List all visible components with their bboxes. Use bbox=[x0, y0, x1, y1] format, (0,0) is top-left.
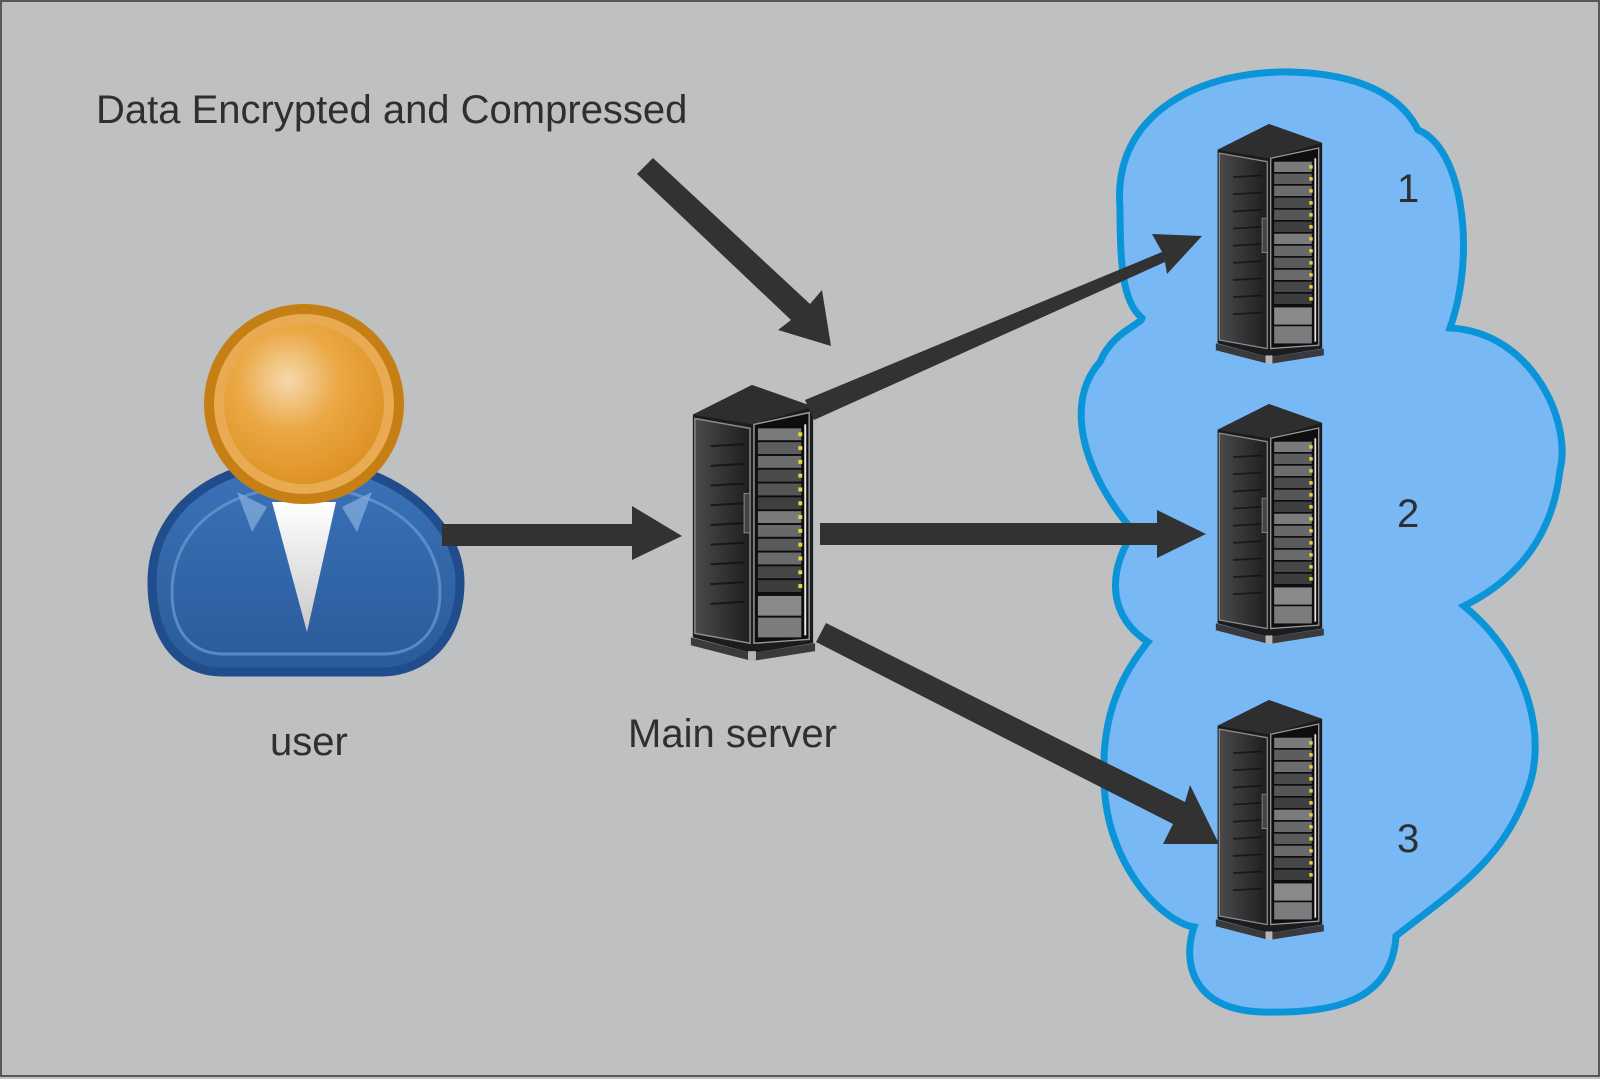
cloud-server-2-label: 2 bbox=[1397, 492, 1420, 536]
cloud-server-1-icon bbox=[1214, 124, 1325, 364]
user-icon bbox=[124, 304, 484, 680]
arrow-main-to-server-1 bbox=[805, 234, 1202, 420]
arrow-main-to-server-2 bbox=[820, 510, 1206, 558]
arrow-user-to-main bbox=[442, 506, 682, 560]
arrow-main-to-server-3 bbox=[816, 623, 1219, 844]
cloud-server-2-icon bbox=[1214, 404, 1325, 644]
cloud-server-3-icon bbox=[1214, 700, 1325, 940]
cloud-server-3-label: 3 bbox=[1397, 817, 1420, 861]
arrow-title-to-main bbox=[637, 158, 831, 346]
diagram-title: Data Encrypted and Compressed bbox=[96, 88, 688, 132]
user-label: user bbox=[270, 720, 348, 764]
cloud-server-1-label: 1 bbox=[1397, 167, 1420, 211]
main-server-icon bbox=[689, 385, 817, 661]
main-server-label: Main server bbox=[628, 712, 837, 756]
